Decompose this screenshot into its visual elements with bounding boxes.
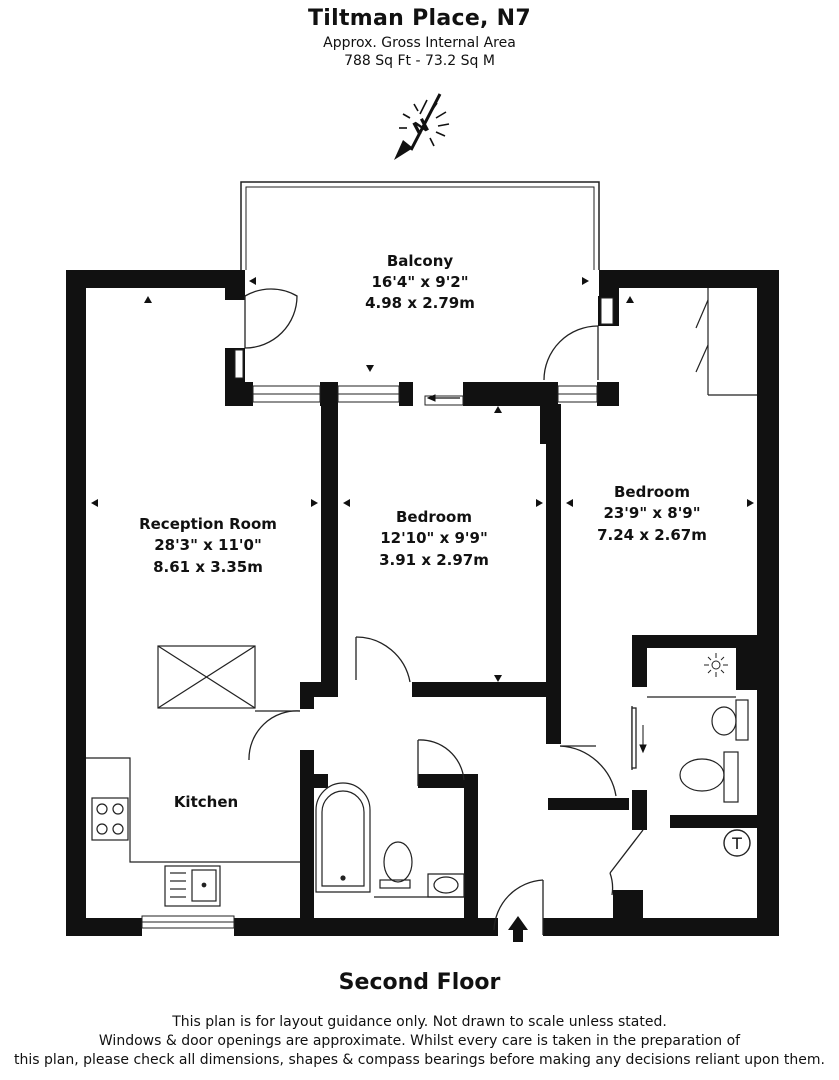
wardrobe	[695, 288, 757, 396]
bedroom2-imperial: 23'9" x 8'9"	[603, 504, 700, 522]
balcony-name: Balcony	[387, 252, 454, 270]
disclaimer-line-2: Windows & door openings are approximate.…	[98, 1033, 741, 1049]
sliding-door-arrow	[426, 394, 460, 402]
balcony-outline	[240, 181, 600, 270]
area-value: 788 Sq Ft - 73.2 Sq M	[344, 53, 495, 69]
area-label: Approx. Gross Internal Area	[323, 35, 516, 51]
tank-icon	[723, 829, 751, 857]
kitchen-units	[86, 757, 300, 907]
plan-header: Tiltman Place, N7 Approx. Gross Internal…	[0, 6, 839, 69]
property-title: Tiltman Place, N7	[307, 6, 531, 31]
shower-arrow	[639, 725, 647, 754]
reception-metric: 8.61 x 3.35m	[153, 558, 263, 576]
bedroom1-metric: 3.91 x 2.97m	[379, 551, 489, 569]
outer-walls	[66, 270, 779, 936]
bedroom1-name: Bedroom	[396, 508, 472, 526]
bedroom2-name: Bedroom	[614, 483, 690, 501]
balcony-windows	[234, 297, 614, 406]
bathroom-fixtures	[315, 782, 465, 898]
reception-name: Reception Room	[139, 515, 277, 533]
disclaimer-line-3: this plan, please check all dimensions, …	[14, 1052, 825, 1068]
compass-icon: N	[394, 93, 450, 160]
dimension-markers	[91, 277, 754, 682]
kitchen-name: Kitchen	[174, 793, 238, 811]
tank-letter: T	[731, 834, 742, 853]
reception-imperial: 28'3" x 11'0"	[154, 536, 262, 554]
room-labels: Balcony 16'4" x 9'2" 4.98 x 2.79m Recept…	[139, 252, 707, 811]
bedroom2-metric: 7.24 x 2.67m	[597, 526, 707, 544]
compass-letter: N	[410, 115, 433, 141]
disclaimer-line-1: This plan is for layout guidance only. N…	[172, 1014, 667, 1030]
shower-head-icon	[704, 653, 728, 677]
kitchen-window	[141, 915, 235, 929]
ensuite-fixtures	[647, 696, 749, 803]
interior-walls	[300, 404, 757, 918]
entrance-arrow-icon	[508, 916, 528, 942]
balcony-metric: 4.98 x 2.79m	[365, 294, 475, 312]
skylight	[157, 645, 256, 709]
doors	[244, 288, 644, 935]
floor-label: Second Floor	[338, 970, 501, 995]
balcony-imperial: 16'4" x 9'2"	[371, 273, 468, 291]
bedroom1-imperial: 12'10" x 9'9"	[380, 529, 488, 547]
disclaimer: This plan is for layout guidance only. N…	[0, 1013, 839, 1070]
